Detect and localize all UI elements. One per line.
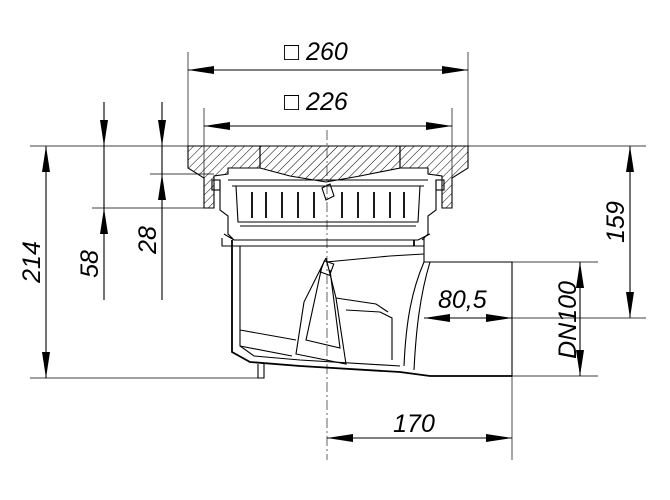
- dimension-lines: [30, 52, 646, 460]
- label-height-58: 58: [76, 250, 104, 278]
- top-frame-right: [399, 145, 469, 209]
- dimension-labels: □ 260 □ 226 214 58 28 159 DN100 80,5 170: [18, 38, 630, 438]
- top-frame-center: [259, 145, 401, 183]
- odour-trap: [239, 253, 425, 365]
- label-pipe-diameter: DN100: [554, 281, 582, 359]
- label-height-159: 159: [602, 201, 630, 243]
- label-outlet-length: 170: [393, 410, 435, 438]
- top-frame-left: [187, 145, 261, 209]
- body-wall: [231, 246, 512, 377]
- drain-body: [187, 145, 513, 379]
- label-height-28: 28: [134, 226, 162, 255]
- label-offset-80-5: 80,5: [438, 286, 487, 314]
- label-outer-width: □ 260: [284, 38, 348, 66]
- label-total-height: 214: [18, 241, 46, 284]
- label-inner-width: □ 226: [284, 88, 348, 116]
- grating: [211, 179, 445, 241]
